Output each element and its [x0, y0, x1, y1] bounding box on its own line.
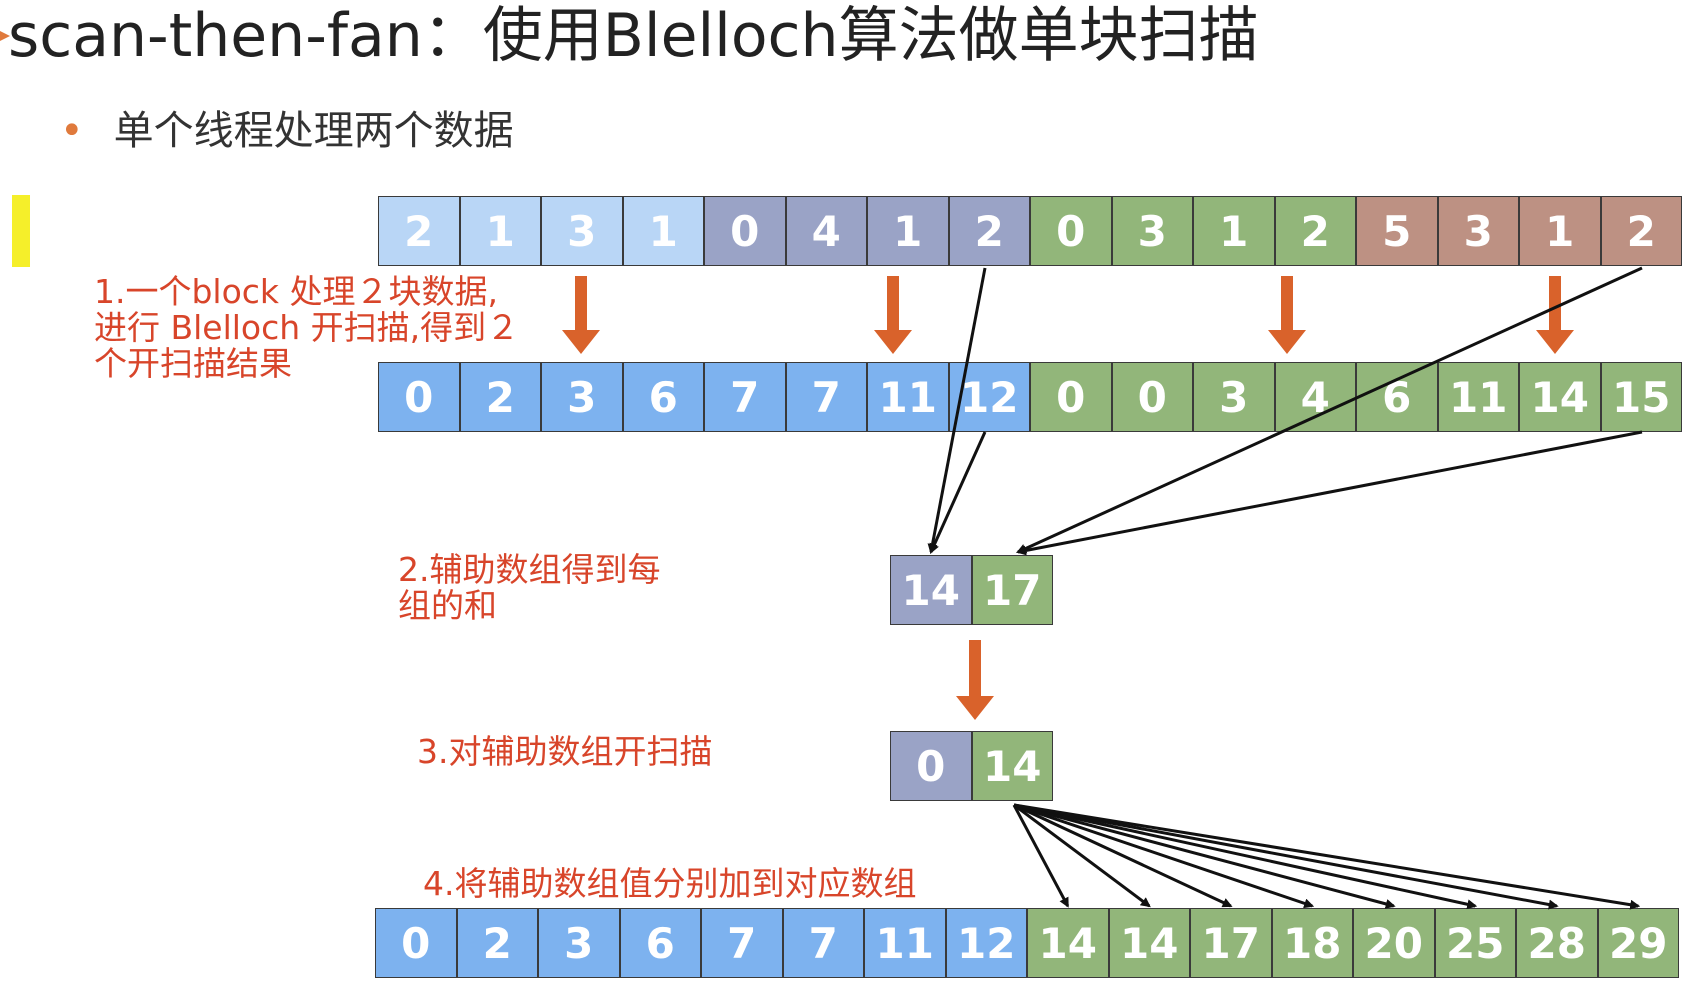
- title-marker-icon: [0, 26, 10, 41]
- step2-line: 2.辅助数组得到每: [398, 550, 661, 589]
- connector-arrow: [1012, 804, 1070, 908]
- connector-arrow: [1013, 803, 1151, 908]
- aux-sum-cell: 14: [890, 555, 972, 625]
- step3-note: 3.对辅助数组开扫描: [417, 732, 713, 771]
- connector-arrow: [1013, 803, 1315, 909]
- connector-arrow: [1013, 803, 1233, 908]
- aux-sum-cell: 17: [971, 555, 1053, 625]
- block-scan-cell: 6: [622, 362, 704, 432]
- final-cell: 14: [1108, 908, 1190, 978]
- step4-note: 4.将辅助数组值分别加到对应数组: [423, 864, 917, 903]
- connector-arrow: [1013, 803, 1641, 910]
- input-cell: 2: [1274, 196, 1356, 266]
- step2-line: 组的和: [398, 586, 497, 625]
- block-scan-cell: 3: [541, 362, 623, 432]
- input-cell: 3: [1437, 196, 1519, 266]
- highlight-bar: [12, 195, 30, 267]
- connector-arrow: [927, 267, 987, 554]
- block-scan-cell: 11: [1437, 362, 1519, 432]
- connector-arrow: [1013, 803, 1478, 910]
- final-cell: 28: [1516, 908, 1598, 978]
- final-cell: 14: [1027, 908, 1109, 978]
- final-cell: 25: [1434, 908, 1516, 978]
- block-scan-cell: 0: [1111, 362, 1193, 432]
- step1-line: 个开扫描结果: [94, 344, 292, 383]
- block-scan-cell: 15: [1600, 362, 1682, 432]
- connector-arrow: [1016, 266, 1643, 554]
- final-cell: 18: [1271, 908, 1353, 978]
- input-cell: 0: [704, 196, 786, 266]
- input-cell: 1: [1193, 196, 1275, 266]
- block-scan-cell: 0: [1030, 362, 1112, 432]
- down-arrow-icon: [956, 640, 994, 720]
- block-scan-cell: 2: [459, 362, 541, 432]
- step1-line: 进行 Blelloch 开扫描,得到２: [94, 308, 520, 347]
- block-scan-cell: 11: [867, 362, 949, 432]
- final-cell: 12: [945, 908, 1027, 978]
- step1-note: 1.一个block 处理２块数据, 进行 Blelloch 开扫描,得到２ 个开…: [94, 274, 519, 382]
- down-arrow-icon: [562, 276, 600, 354]
- final-cell: 3: [538, 908, 620, 978]
- final-cell: 7: [701, 908, 783, 978]
- final-cell: 0: [375, 908, 457, 978]
- final-cell: 11: [864, 908, 946, 978]
- aux-scan-cell: 0: [890, 731, 972, 801]
- page-title: scan-then-fan：使用Blelloch算法做单块扫描: [8, 1, 1259, 71]
- connector-arrow: [1016, 430, 1643, 556]
- down-arrow-icon: [1536, 276, 1574, 354]
- input-cell: 0: [1030, 196, 1112, 266]
- input-cell: 1: [622, 196, 704, 266]
- block-scan-cell: 3: [1193, 362, 1275, 432]
- down-arrow-icon: [1268, 276, 1306, 354]
- connector-arrow: [929, 431, 987, 554]
- input-cell: 3: [1111, 196, 1193, 266]
- input-cell: 3: [541, 196, 623, 266]
- input-cell: 2: [1600, 196, 1682, 266]
- input-cell: 1: [459, 196, 541, 266]
- connector-arrow: [1013, 803, 1396, 909]
- input-cell: 2: [948, 196, 1030, 266]
- connector-arrow: [1013, 803, 1559, 910]
- block-scan-cell: 12: [948, 362, 1030, 432]
- step1-line: 1.一个block 处理２块数据,: [94, 272, 499, 311]
- input-cell: 1: [867, 196, 949, 266]
- input-cell: 1: [1519, 196, 1601, 266]
- block-scan-cell: 14: [1519, 362, 1601, 432]
- block-scan-cell: 7: [785, 362, 867, 432]
- block-scan-cell: 0: [378, 362, 460, 432]
- aux-scan-cell: 14: [971, 731, 1053, 801]
- final-cell: 17: [1190, 908, 1272, 978]
- final-cell: 29: [1597, 908, 1679, 978]
- input-cell: 4: [785, 196, 867, 266]
- step2-note: 2.辅助数组得到每 组的和: [398, 552, 661, 624]
- bullet-marker: •: [60, 108, 84, 154]
- final-cell: 7: [782, 908, 864, 978]
- down-arrow-icon: [874, 276, 912, 354]
- final-cell: 6: [619, 908, 701, 978]
- final-cell: 2: [456, 908, 538, 978]
- input-cell: 2: [378, 196, 460, 266]
- block-scan-cell: 7: [704, 362, 786, 432]
- input-cell: 5: [1356, 196, 1438, 266]
- bullet-text: 单个线程处理两个数据: [113, 108, 514, 154]
- bullet-item: • 单个线程处理两个数据: [60, 103, 514, 159]
- block-scan-cell: 6: [1356, 362, 1438, 432]
